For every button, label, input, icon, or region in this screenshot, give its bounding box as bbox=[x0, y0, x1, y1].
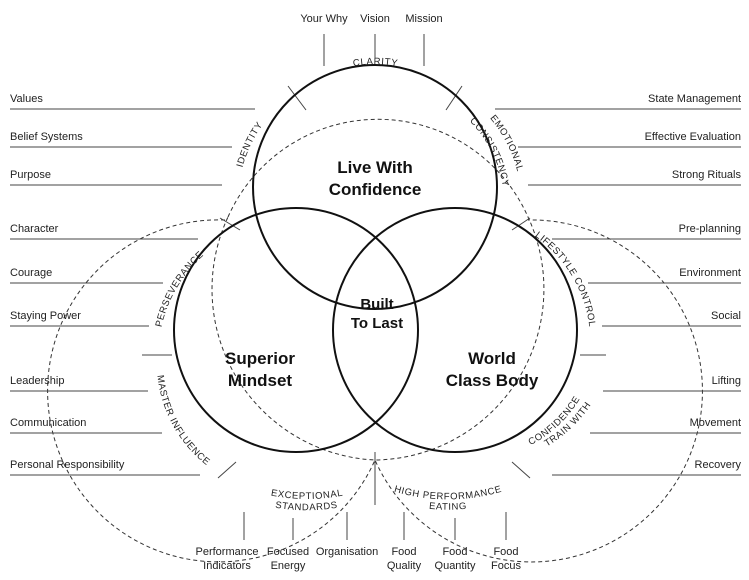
arc-eating: EATING bbox=[429, 501, 468, 513]
right-title-1: World bbox=[468, 349, 516, 368]
outer-dashed-boundary bbox=[211, 118, 545, 461]
left-label-belief-systems: Belief Systems bbox=[10, 131, 83, 143]
top-label-your-why: Your Why bbox=[300, 13, 348, 25]
bottom-label-food-quantity-2: Quantity bbox=[435, 560, 476, 572]
top-title-2: Confidence bbox=[329, 180, 422, 199]
arc-perseverance: PERSEVERANCE bbox=[154, 249, 206, 328]
circle-left bbox=[173, 207, 419, 453]
bottom-label-food-quality-2: Quality bbox=[387, 560, 422, 572]
arc-master-influence: MASTER INFLUENCE bbox=[154, 374, 212, 468]
left-label-communication: Communication bbox=[10, 417, 86, 429]
bottom-label-energy: Energy bbox=[271, 560, 306, 572]
right-label-movement: Movement bbox=[690, 417, 741, 429]
center-title-1: Built bbox=[360, 296, 393, 313]
right-label-state-management: State Management bbox=[648, 93, 741, 105]
outer-dashed-boundary-lower bbox=[47, 219, 703, 563]
right-label-recovery: Recovery bbox=[695, 459, 742, 471]
left-label-personal-responsibility: Personal Responsibility bbox=[10, 459, 125, 471]
bottom-labels: Performance Indicators Focused Energy Or… bbox=[196, 512, 521, 572]
right-label-strong-rituals: Strong Rituals bbox=[672, 169, 742, 181]
left-label-character: Character bbox=[10, 223, 59, 235]
circle-right bbox=[332, 207, 578, 453]
right-labels: State Management Effective Evaluation St… bbox=[495, 93, 742, 476]
center-title-2: To Last bbox=[351, 315, 403, 332]
bottom-label-food-focus-2: Focus bbox=[491, 560, 521, 572]
bottom-label-performance: Performance bbox=[196, 546, 259, 558]
left-label-leadership: Leadership bbox=[10, 375, 64, 387]
arc-exceptional: EXCEPTIONAL bbox=[270, 488, 344, 502]
right-label-social: Social bbox=[711, 310, 741, 322]
left-label-staying-power: Staying Power bbox=[10, 310, 81, 322]
left-label-courage: Courage bbox=[10, 267, 52, 279]
circle-top bbox=[252, 64, 498, 310]
bottom-label-focused: Focused bbox=[267, 546, 309, 558]
top-labels: Your Why Vision Mission bbox=[300, 13, 443, 66]
arc-clarity: CLARITY bbox=[352, 56, 399, 69]
right-title-2: Class Body bbox=[446, 371, 539, 390]
top-label-mission: Mission bbox=[405, 13, 442, 25]
left-title-2: Mindset bbox=[228, 371, 293, 390]
left-label-values: Values bbox=[10, 93, 43, 105]
boundary-ticks bbox=[142, 85, 606, 505]
top-label-vision: Vision bbox=[360, 13, 390, 25]
left-title-1: Superior bbox=[225, 349, 295, 368]
left-label-purpose: Purpose bbox=[10, 169, 51, 181]
bottom-label-food-quantity-1: Food bbox=[442, 546, 467, 558]
bottom-label-organisation: Organisation bbox=[316, 546, 378, 558]
right-label-environment: Environment bbox=[679, 267, 741, 279]
left-labels: Values Belief Systems Purpose Character … bbox=[10, 93, 255, 476]
arc-high-performance: HIGH PERFORMANCE bbox=[393, 484, 503, 503]
right-label-pre-planning: Pre-planning bbox=[679, 223, 741, 235]
top-title-1: Live With bbox=[337, 158, 412, 177]
right-label-effective-evaluation: Effective Evaluation bbox=[645, 131, 741, 143]
bottom-label-indicators: Indicators bbox=[203, 560, 251, 572]
bottom-label-food-quality-1: Food bbox=[391, 546, 416, 558]
right-label-lifting: Lifting bbox=[712, 375, 741, 387]
bottom-label-food-focus-1: Food bbox=[493, 546, 518, 558]
arc-standards: STANDARDS bbox=[275, 500, 339, 514]
